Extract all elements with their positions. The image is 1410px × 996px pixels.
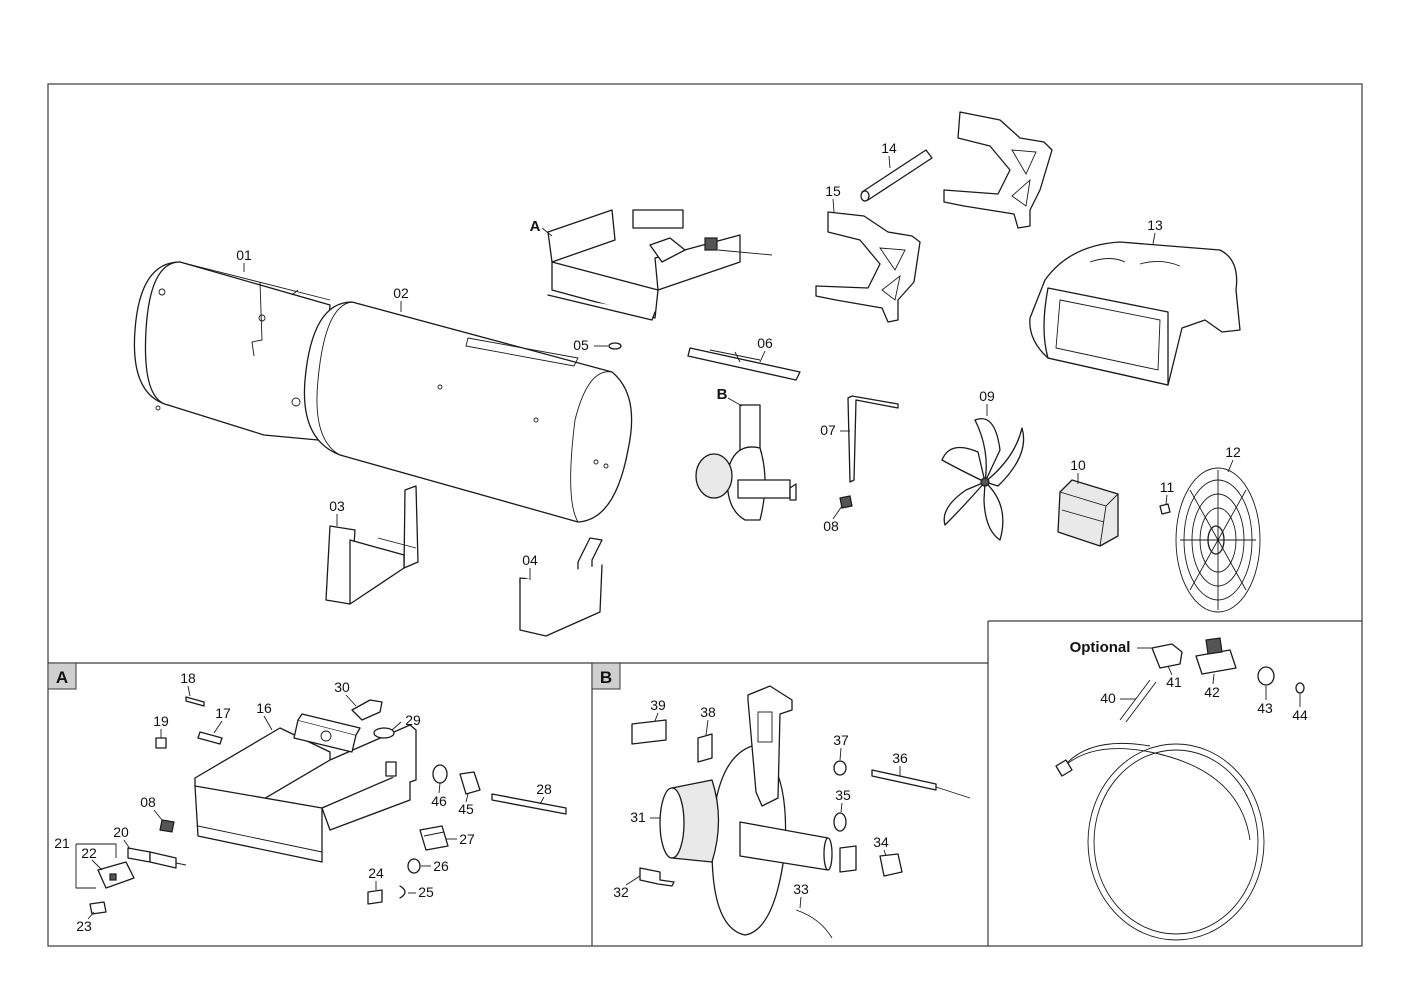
callout-28: 28 (536, 781, 552, 797)
part-05-washer (608, 342, 622, 350)
part-07-hex-key (847, 395, 899, 483)
callout-46: 46 (431, 793, 447, 809)
callout-18: 18 (180, 670, 196, 686)
callout-09: 09 (979, 388, 995, 404)
optional-panel-callouts: Optional 40 41 42 43 44 (1070, 639, 1308, 723)
callout-20: 20 (113, 824, 129, 840)
panel-a-parts (75, 696, 567, 915)
callout-38: 38 (700, 704, 716, 720)
callout-34: 34 (873, 834, 889, 850)
callout-36: 36 (892, 750, 908, 766)
part-08-clip (839, 495, 853, 509)
main-callouts: 01 02 03 04 05 06 07 08 09 10 11 12 13 1… (236, 140, 1241, 580)
panel-b-parts (631, 685, 971, 939)
optional-heading: Optional (1070, 639, 1131, 656)
callout-01: 01 (236, 247, 252, 263)
callout-15: 15 (825, 183, 841, 199)
svg-text:A: A (56, 668, 68, 687)
callout-17: 17 (215, 705, 231, 721)
part-01-rear-shell (133, 261, 331, 441)
part-02-main-cylinder (303, 301, 633, 523)
part-09-fan-blade (941, 418, 1025, 541)
callout-45: 45 (458, 801, 474, 817)
callout-29: 29 (405, 712, 421, 728)
callout-42: 42 (1204, 684, 1220, 700)
callout-37: 37 (833, 732, 849, 748)
callout-ref-a: A (530, 218, 541, 235)
callout-26: 26 (433, 858, 449, 874)
callout-25: 25 (418, 884, 434, 900)
part-15-side-frame (815, 211, 921, 323)
callout-33: 33 (793, 881, 809, 897)
callout-03: 03 (329, 498, 345, 514)
callout-05: 05 (573, 337, 589, 353)
assembly-a-gas-valve-bracket (547, 209, 773, 321)
callout-07: 07 (820, 422, 836, 438)
part-14-handle-rod (860, 149, 933, 202)
part-04-support-bracket (519, 537, 603, 637)
callout-44: 44 (1292, 707, 1308, 723)
assembly-b-burner (695, 404, 797, 521)
panel-b-callouts: 31 32 33 34 35 36 37 38 39 (613, 697, 908, 909)
callout-27: 27 (459, 831, 475, 847)
section-tag-a: A (47, 662, 77, 690)
callout-39: 39 (650, 697, 666, 713)
callout-ref-b: B (717, 386, 728, 403)
part-06-plate (687, 347, 801, 381)
optional-panel-parts (1055, 637, 1305, 941)
diagram-frames (47, 83, 1363, 947)
callout-24: 24 (368, 865, 384, 881)
callout-43: 43 (1257, 700, 1273, 716)
part-13-handle-cover (1029, 241, 1241, 386)
callout-41: 41 (1166, 674, 1182, 690)
callout-08: 08 (823, 518, 839, 534)
part-15-side-frame-rear (943, 111, 1053, 229)
part-12-fan-guard (1175, 467, 1261, 613)
part-03-support-bracket (325, 485, 419, 605)
callout-11: 11 (1160, 479, 1175, 495)
section-tag-b: B (591, 662, 621, 690)
panel-a-callouts: 16 17 18 19 08 20 21 22 23 24 25 26 27 2… (54, 670, 552, 934)
callout-04: 04 (522, 552, 538, 568)
callout-08-panel-a: 08 (140, 794, 156, 810)
callout-40: 40 (1100, 690, 1116, 706)
part-11-nut (1159, 503, 1171, 515)
callout-30: 30 (334, 679, 350, 695)
part-10-motor (1057, 479, 1119, 547)
callout-02: 02 (393, 285, 409, 301)
callout-31: 31 (630, 809, 646, 825)
callout-13: 13 (1147, 217, 1163, 233)
callout-35: 35 (835, 787, 851, 803)
callout-22: 22 (81, 845, 97, 861)
callout-12: 12 (1225, 444, 1241, 460)
callout-10: 10 (1070, 457, 1086, 473)
callout-06: 06 (757, 335, 773, 351)
callout-19: 19 (153, 713, 169, 729)
callout-14: 14 (881, 140, 897, 156)
callout-21: 21 (54, 835, 70, 851)
callout-16: 16 (256, 700, 272, 716)
callout-32: 32 (613, 884, 629, 900)
callout-23: 23 (76, 918, 92, 934)
svg-text:B: B (600, 668, 612, 687)
